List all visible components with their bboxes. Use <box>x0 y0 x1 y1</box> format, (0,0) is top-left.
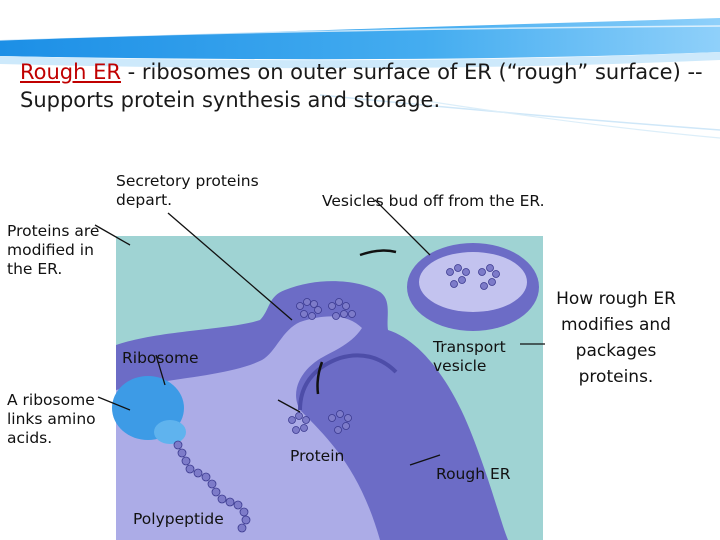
label-vesicles-bud: Vesicles bud off from the ER. <box>322 192 545 210</box>
rough-er-diagram <box>94 199 545 540</box>
title-text: - ribosomes on outer surface of ER (“rou… <box>20 60 703 112</box>
label-secretory-proteins: Secretory proteins depart. <box>116 172 259 209</box>
transport-vesicle-lumen <box>419 252 527 312</box>
ribosome-small-subunit <box>154 420 186 444</box>
er-fold <box>298 353 398 411</box>
process-arrows <box>316 249 397 395</box>
label-polypeptide: Polypeptide <box>133 510 224 528</box>
title-term: Rough ER <box>20 60 121 84</box>
label-protein: Protein <box>290 447 345 465</box>
er-lumen <box>116 316 380 540</box>
label-transport-vesicle: Transport vesicle <box>433 338 506 375</box>
protein-coils <box>288 264 500 434</box>
diagram-caption: How rough ER modifies and packages prote… <box>556 289 676 387</box>
title-banner <box>0 18 720 139</box>
label-rough-er: Rough ER <box>436 465 511 483</box>
label-ribosome-links: A ribosome links amino acids. <box>7 391 96 447</box>
label-ribosome: Ribosome <box>122 349 199 367</box>
pointer-lines <box>94 199 545 466</box>
slide-title: Rough ER - ribosomes on outer surface of… <box>20 58 710 114</box>
polypeptide-chain <box>173 440 251 533</box>
label-proteins-modified: Proteins are modified in the ER. <box>7 222 100 278</box>
